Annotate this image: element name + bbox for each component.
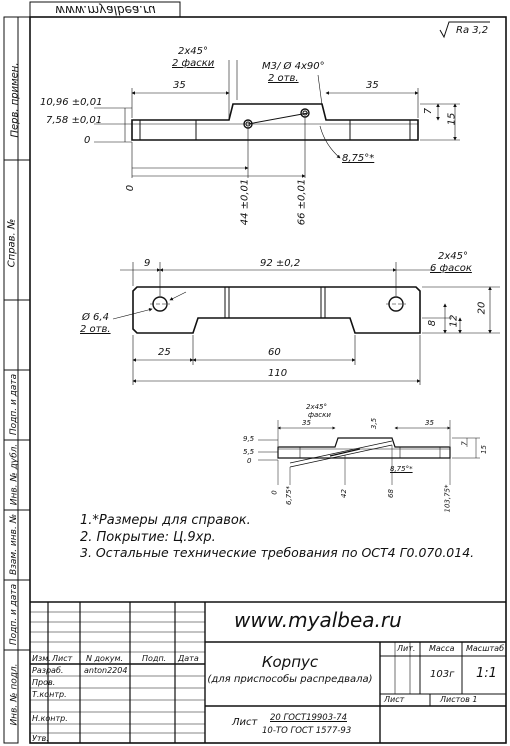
margin-label-inv-podl: Инв. № подл. [9,663,20,726]
material-line2: 10-ТО ГОСТ 1577-93 [262,726,352,736]
v3-dim-7: 7 [460,441,469,446]
v1-chamfer-note-1: 2x45° [178,46,209,57]
v2-hole-note-1: Ø 6,4 [82,312,109,323]
note-2: 2. Покрытие: Ц.9хр. [80,530,216,545]
v2-chamfer-note-1: 2x45° [438,251,469,262]
v1-level-7-58: 7,58 ±0,01 [46,115,103,126]
v1-x-44: 44 ±0,01 [239,178,251,226]
v3-x-103-75: 103,75* [443,484,452,513]
v1-dim-right-35: 35 [366,80,379,91]
view3-small-profile [258,420,480,485]
v1-level-10-96: 10,96 ±0,01 [40,97,103,108]
v1-level-0: 0 [84,135,91,146]
v2-dim-12: 12 [448,314,460,328]
v3-x-68: 68 [386,489,395,498]
margin-label-sprav-no: Справ. № [6,218,18,268]
roughness-value: Ra 3,2 [456,25,489,36]
lit-label: Лит. [397,644,416,653]
margin-label-inv-dubl: Инв. № дубл. [9,443,20,506]
v3-angle: 8,75°* [390,465,413,473]
scale-value: 1:1 [476,666,497,681]
note-3: 3. Остальные технические требования по О… [80,545,475,560]
v2-dim-60: 60 [268,347,281,358]
v3-dim-5-5: 5,5 [243,448,255,456]
margin-label-vzam-inv: Взам. инв. № [9,513,20,576]
v1-thread-note-1: M3/ Ø 4x90° [262,61,325,72]
v3-dim-35b: 35 [425,419,434,427]
mass-value: 103г [430,669,455,680]
v2-dim-110: 110 [268,368,288,379]
margin-label-podp-data-1: Подп. и дата [9,373,20,436]
v3-x-42: 42 [339,489,348,498]
col-date: Дата [178,654,199,663]
v3-dim-0: 0 [247,457,252,465]
v1-thread-note-2: 2 отв. [268,73,299,84]
title-block-grid [30,601,506,743]
row-prov: Пров. [32,678,56,687]
col-list: Лист [52,654,73,663]
view2-plan [112,262,500,385]
part-name: Корпус [261,653,319,671]
v1-dim-7: 7 [423,107,435,115]
razrab-name: anton2204 [84,666,128,675]
mirrored-url: www.myalbea.ru [55,3,156,17]
v1-x-66: 66 ±0,01 [296,178,308,226]
v3-chamfer-note-2: фаски [308,411,331,419]
part-subtitle: (для приспособы распредвала) [207,674,373,685]
v3-x-6-75: 6,75* [285,485,294,506]
left-margin-strip [3,16,19,744]
v1-angle: 8,75°* [342,153,375,164]
v2-dim-92: 92 ±0,2 [260,258,301,269]
material-line1: 20 ГОСТ19903-74 [270,713,347,723]
v2-dim-9: 9 [144,258,151,269]
view1-profile [94,60,460,178]
row-nkontr: Н.контр. [32,714,68,723]
sheet-label: Лист [384,695,405,704]
row-tkontr: Т.контр. [32,690,67,699]
sheet-frame [29,16,507,744]
v2-dim-8: 8 [427,319,439,327]
col-izm: Изм. [32,654,51,663]
v3-dim-35a: 35 [302,419,311,427]
row-utv: Утв. [32,734,49,743]
col-doc: N докум. [86,654,124,663]
v3-dim-15: 15 [479,445,488,454]
v1-dim-left-35: 35 [173,80,186,91]
margin-label-perv-primen: Перв. примен. [9,62,21,138]
v2-hole-note-2: 2 отв. [80,324,111,335]
row-razrab: Разраб. [32,666,64,675]
v2-dim-25: 25 [158,347,171,358]
v3-chamfer-note-1: 2x45° [306,403,328,411]
roughness-symbol [439,21,490,39]
v1-x-0: 0 [125,184,137,192]
v3-dim-3-5: 3,5 [370,417,379,430]
note-1: 1.*Размеры для справок. [80,513,251,528]
margin-label-podp-data-2: Подп. и дата [9,583,20,646]
v1-dim-15: 15 [446,112,458,126]
material-prefix: Лист [232,717,258,728]
v1-chamfer-note-2: 2 фаски [172,58,215,69]
title-website: www.myalbea.ru [234,608,402,632]
v3-x-0: 0 [270,490,279,495]
scale-label: Масштаб [466,644,505,653]
sheets-label: Листов 1 [440,695,478,704]
col-sign: Подп. [142,654,167,663]
mass-label: Масса [429,644,455,653]
v3-dim-9-5: 9,5 [243,435,255,443]
v2-dim-20: 20 [476,301,488,315]
v2-chamfer-note-2: 6 фасок [430,263,472,274]
